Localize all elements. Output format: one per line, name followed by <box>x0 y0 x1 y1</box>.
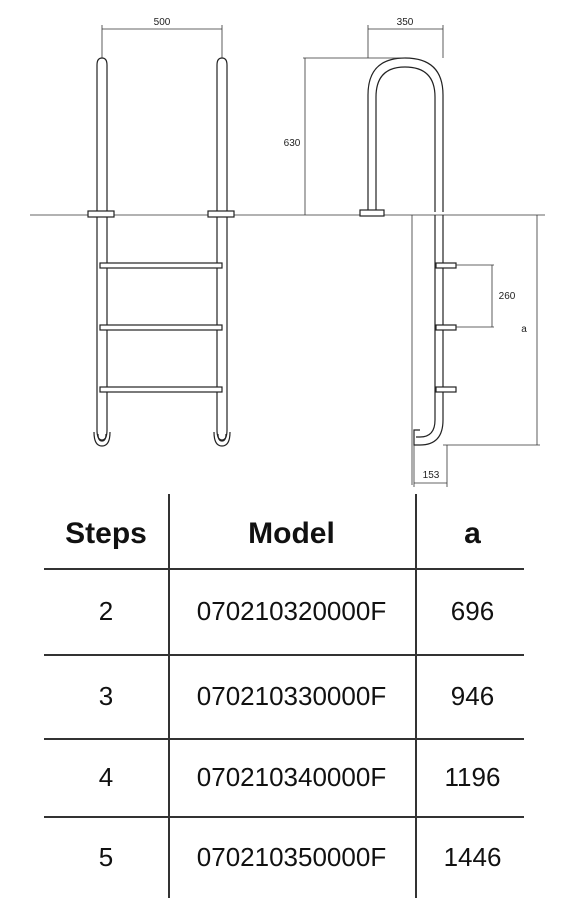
dim-height-label: 630 <box>284 138 301 149</box>
table-rule-header <box>44 568 524 570</box>
table-rule-1 <box>44 654 524 656</box>
dim-width-front-label: 500 <box>154 17 171 28</box>
side-view: 350 630 260 a 153 <box>284 17 540 487</box>
left-flange <box>87 210 115 218</box>
side-flange <box>359 209 385 217</box>
tread-3 <box>99 386 223 393</box>
underwater-rail-inner <box>416 215 436 438</box>
header-a: a <box>464 517 481 550</box>
left-rail <box>96 57 108 441</box>
row-2-steps: 3 <box>98 680 114 711</box>
handrail-inner <box>375 66 436 212</box>
row-1-steps: 2 <box>98 595 114 626</box>
row-4-model: 070210350000F <box>196 841 387 872</box>
right-foot-inner <box>217 433 227 442</box>
tread-1 <box>99 262 223 269</box>
front-view: 500 <box>87 17 235 447</box>
row-1-a: 696 <box>450 595 495 626</box>
table-rule-3 <box>44 816 524 818</box>
step-bracket-3 <box>435 386 457 393</box>
row-4-a: 1446 <box>443 841 502 872</box>
header-model: Model <box>248 517 335 550</box>
header-steps: Steps <box>65 517 147 550</box>
right-rail <box>216 57 228 441</box>
left-foot-inner <box>97 433 107 442</box>
table-divider-1 <box>168 494 170 898</box>
table-rule-2 <box>44 738 524 740</box>
table-divider-2 <box>415 494 417 898</box>
step-bracket-2 <box>435 324 457 331</box>
step-bracket-1 <box>435 262 457 269</box>
dim-offset-label: 153 <box>423 470 440 481</box>
row-3-model: 070210340000F <box>196 761 387 792</box>
underwater-rail-outer <box>413 215 444 446</box>
dim-width-side-label: 350 <box>397 17 414 28</box>
right-flange <box>207 210 235 218</box>
row-2-model: 070210330000F <box>196 680 387 711</box>
row-3-steps: 4 <box>98 761 114 792</box>
dim-step-spacing-label: 260 <box>499 291 516 302</box>
ladder-drawing: 500 350 630 260 a <box>30 17 545 487</box>
spec-table: Steps Model a 2 070210320000F 696 3 0702… <box>0 490 579 918</box>
right-foot <box>213 431 231 447</box>
row-1-model: 070210320000F <box>196 595 387 626</box>
dim-depth-label: a <box>521 324 527 335</box>
row-2-a: 946 <box>450 680 495 711</box>
row-4-steps: 5 <box>98 841 114 872</box>
tread-2 <box>99 324 223 331</box>
row-3-a: 1196 <box>444 761 501 792</box>
left-foot <box>93 431 111 447</box>
